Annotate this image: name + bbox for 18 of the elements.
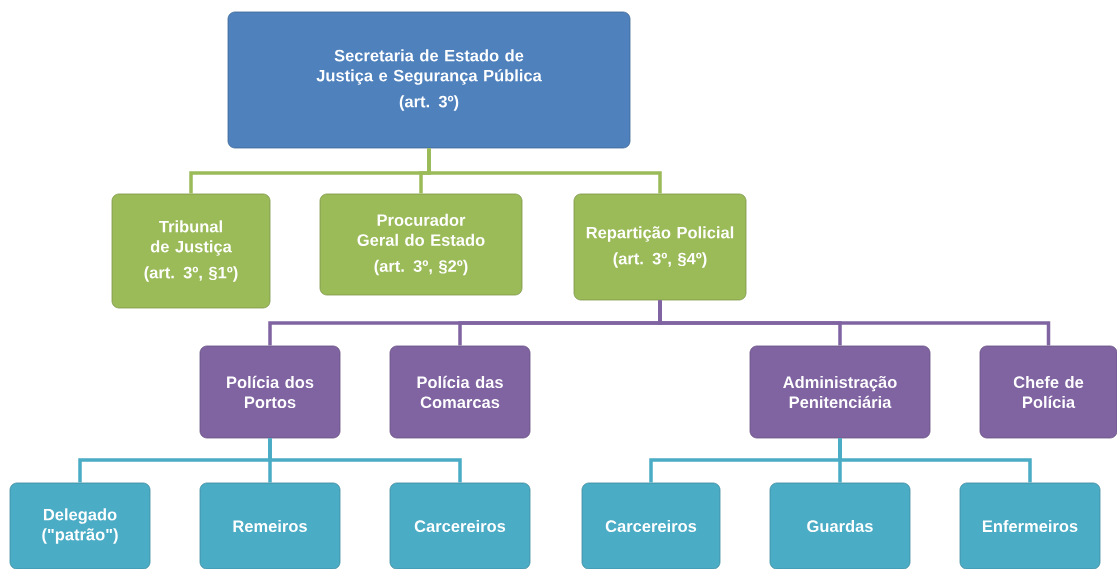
org-box: Administração Penitenciária: [749, 345, 931, 439]
org-box: Carcereiros: [389, 482, 531, 569]
org-box: Delegado ("patrão"): [9, 482, 151, 569]
org-box: Remeiros: [199, 482, 341, 569]
org-box: Enfermeiros: [959, 482, 1101, 569]
org-box: Repartição Policial (art. 3º, §4º): [573, 193, 747, 301]
org-box: Procurador Geral do Estado (art. 3º, §2º): [319, 193, 523, 296]
org-box: Polícia dos Portos: [199, 345, 341, 439]
org-box: Carcereiros: [581, 482, 721, 569]
org-box: Chefe de Polícia: [979, 345, 1117, 439]
org-box: Polícia das Comarcas: [389, 345, 531, 439]
org-box: Tribunal de Justiça (art. 3º, §1º): [111, 193, 271, 309]
connector-line: [658, 300, 1051, 346]
org-box: Secretaria de Estado de Justiça e Segurança Pública (art. 3º): [227, 11, 631, 149]
connector-line: [268, 438, 462, 483]
org-box: Guardas: [769, 482, 911, 569]
connector-line: [427, 148, 662, 194]
connector-line: [838, 438, 1032, 483]
